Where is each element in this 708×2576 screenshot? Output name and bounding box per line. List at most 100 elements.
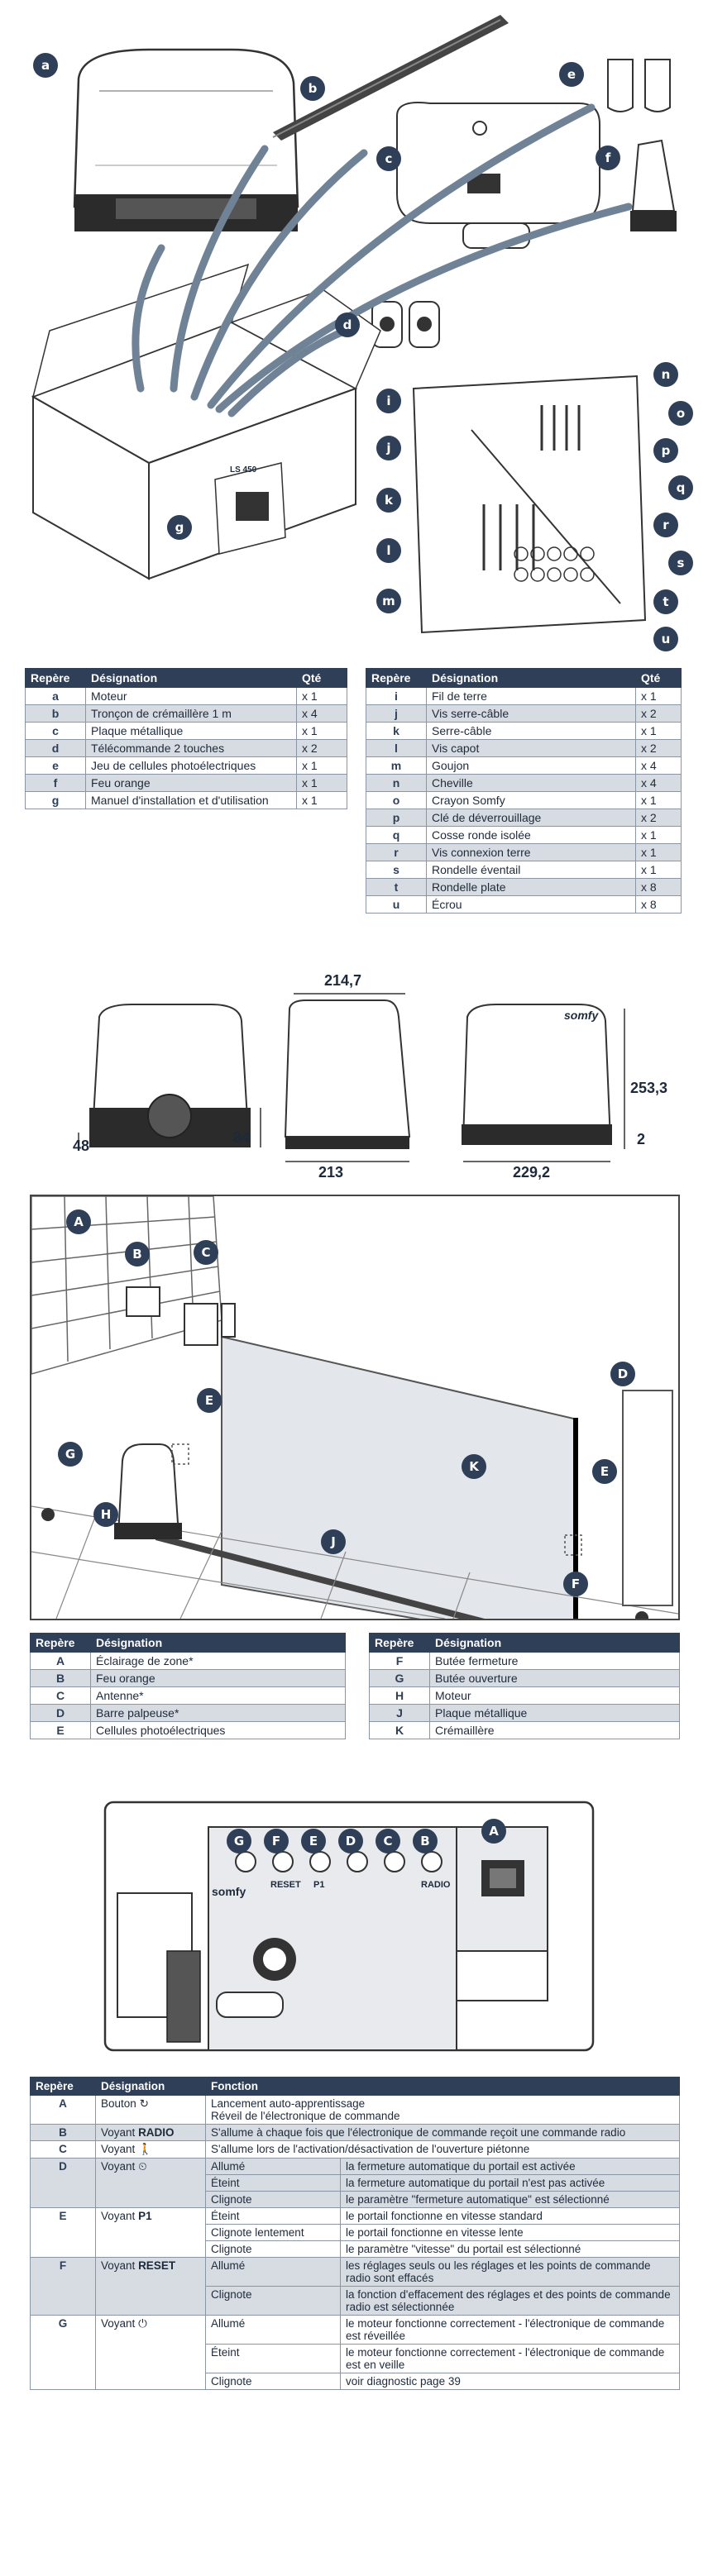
- callout-H: H: [93, 1502, 118, 1527]
- motor-back-view: [462, 1004, 625, 1162]
- callout-f: f: [596, 145, 620, 170]
- callout-i: i: [376, 389, 401, 413]
- control-panel-illustration: G F E D C B A somfy RESET P1 RADIO: [93, 1794, 602, 2057]
- orange-light-illustration: [630, 139, 677, 231]
- reset-button-icon: ↻: [139, 2097, 149, 2110]
- callout-p: p: [653, 438, 678, 463]
- dim-left-height: 48: [73, 1138, 90, 1154]
- callout-k: k: [376, 488, 401, 513]
- callout-t: t: [653, 589, 678, 614]
- panel-callout-D: D: [338, 1829, 363, 1853]
- dimensions-illustration: 214,7 48 84 213 253,3 2 229,2 somfy: [0, 972, 708, 1182]
- photocells-illustration: [607, 59, 671, 112]
- callout-m: m: [376, 589, 401, 613]
- arrows: [132, 103, 633, 417]
- auto-close-icon: ⏲: [138, 2160, 147, 2173]
- col-designation: Désignation: [90, 1633, 346, 1653]
- motor-illustration: [73, 48, 299, 231]
- installation-illustration: A B C D E E G H K J F: [30, 1195, 680, 1620]
- callout-B: B: [125, 1242, 150, 1267]
- dim-front-width: 229,2: [513, 1164, 551, 1181]
- power-icon: ⏻: [138, 2317, 147, 2330]
- callout-E2: E: [592, 1459, 617, 1484]
- col-designation: Désignation: [85, 668, 297, 688]
- callout-G: G: [58, 1442, 83, 1467]
- callout-l: l: [376, 538, 401, 563]
- brick-wall: [31, 1196, 222, 1375]
- callout-o: o: [668, 401, 693, 426]
- callout-r: r: [653, 513, 678, 537]
- right-pillar: [622, 1390, 673, 1606]
- col-qty: Qté: [635, 668, 682, 688]
- panel-callout-B: B: [413, 1829, 438, 1853]
- col-ref: Repère: [30, 2077, 96, 2096]
- panel-callout-F: F: [264, 1829, 289, 1853]
- dim-top-width: 214,7: [324, 972, 362, 989]
- dim-front-small: 2: [637, 1131, 646, 1147]
- callout-d: d: [335, 312, 360, 337]
- col-function: Fonction: [205, 2077, 680, 2096]
- callout-s: s: [668, 551, 693, 575]
- callout-E1: E: [197, 1388, 222, 1413]
- panel-callout-G: G: [227, 1829, 251, 1853]
- callout-n: n: [653, 362, 678, 387]
- callout-F: F: [563, 1572, 588, 1596]
- panel-label-radio: RADIO: [421, 1880, 451, 1890]
- callout-b: b: [300, 76, 325, 101]
- box-illustration: [31, 263, 381, 580]
- callout-c: c: [376, 146, 401, 171]
- panel-callout-C: C: [376, 1829, 400, 1853]
- rack-illustration: [272, 15, 509, 141]
- pedestrian-icon: 🚶: [138, 2143, 152, 2155]
- panel-callout-E: E: [301, 1829, 326, 1853]
- col-designation: Désignation: [429, 1633, 680, 1653]
- callout-u: u: [653, 627, 678, 651]
- parts-sheet-illustration: [412, 374, 647, 634]
- function-table: Repère Désignation Fonction A Bouton ↻ L…: [30, 2077, 680, 2390]
- led-row: [235, 1851, 442, 1872]
- callout-a: a: [33, 53, 58, 78]
- panel-label-reset: RESET: [270, 1880, 301, 1890]
- gate: [221, 1335, 578, 1619]
- panel-callout-A: A: [481, 1819, 506, 1844]
- panel-brand: somfy: [212, 1885, 246, 1898]
- panel-label-p1: P1: [313, 1880, 325, 1890]
- manual-cover-model: LS 450: [230, 465, 257, 475]
- col-ref: Repère: [30, 1633, 91, 1653]
- brand-logo: somfy: [564, 1009, 599, 1022]
- callout-J: J: [321, 1529, 346, 1554]
- callout-q: q: [668, 475, 693, 500]
- callout-g: g: [167, 515, 192, 540]
